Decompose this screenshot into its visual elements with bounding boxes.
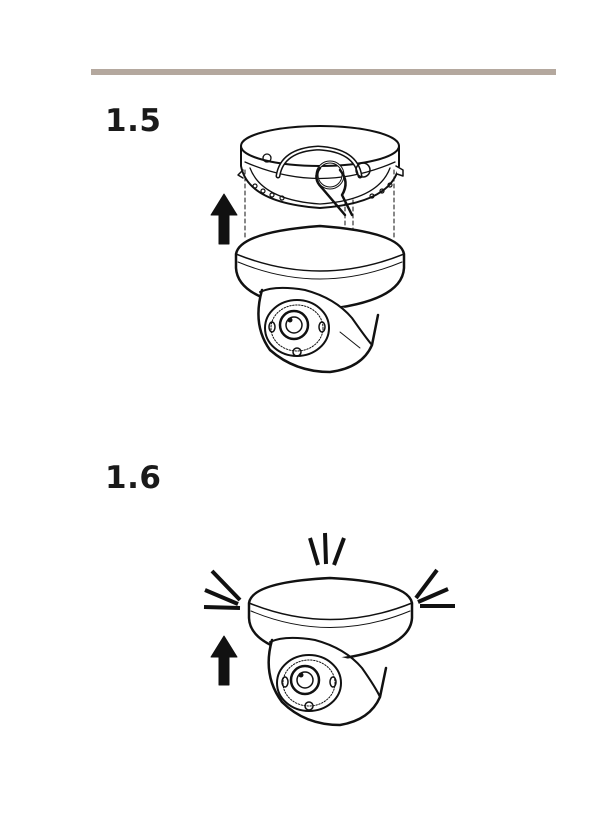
step-1-6-illustration bbox=[204, 533, 455, 725]
camera-dome-1-6 bbox=[249, 578, 412, 725]
arrow-up-icon bbox=[211, 194, 237, 244]
mount-bracket bbox=[238, 126, 403, 215]
arrow-up-icon bbox=[211, 636, 237, 685]
step-1-5-illustration bbox=[211, 126, 404, 372]
camera-dome-1-5 bbox=[236, 226, 404, 372]
